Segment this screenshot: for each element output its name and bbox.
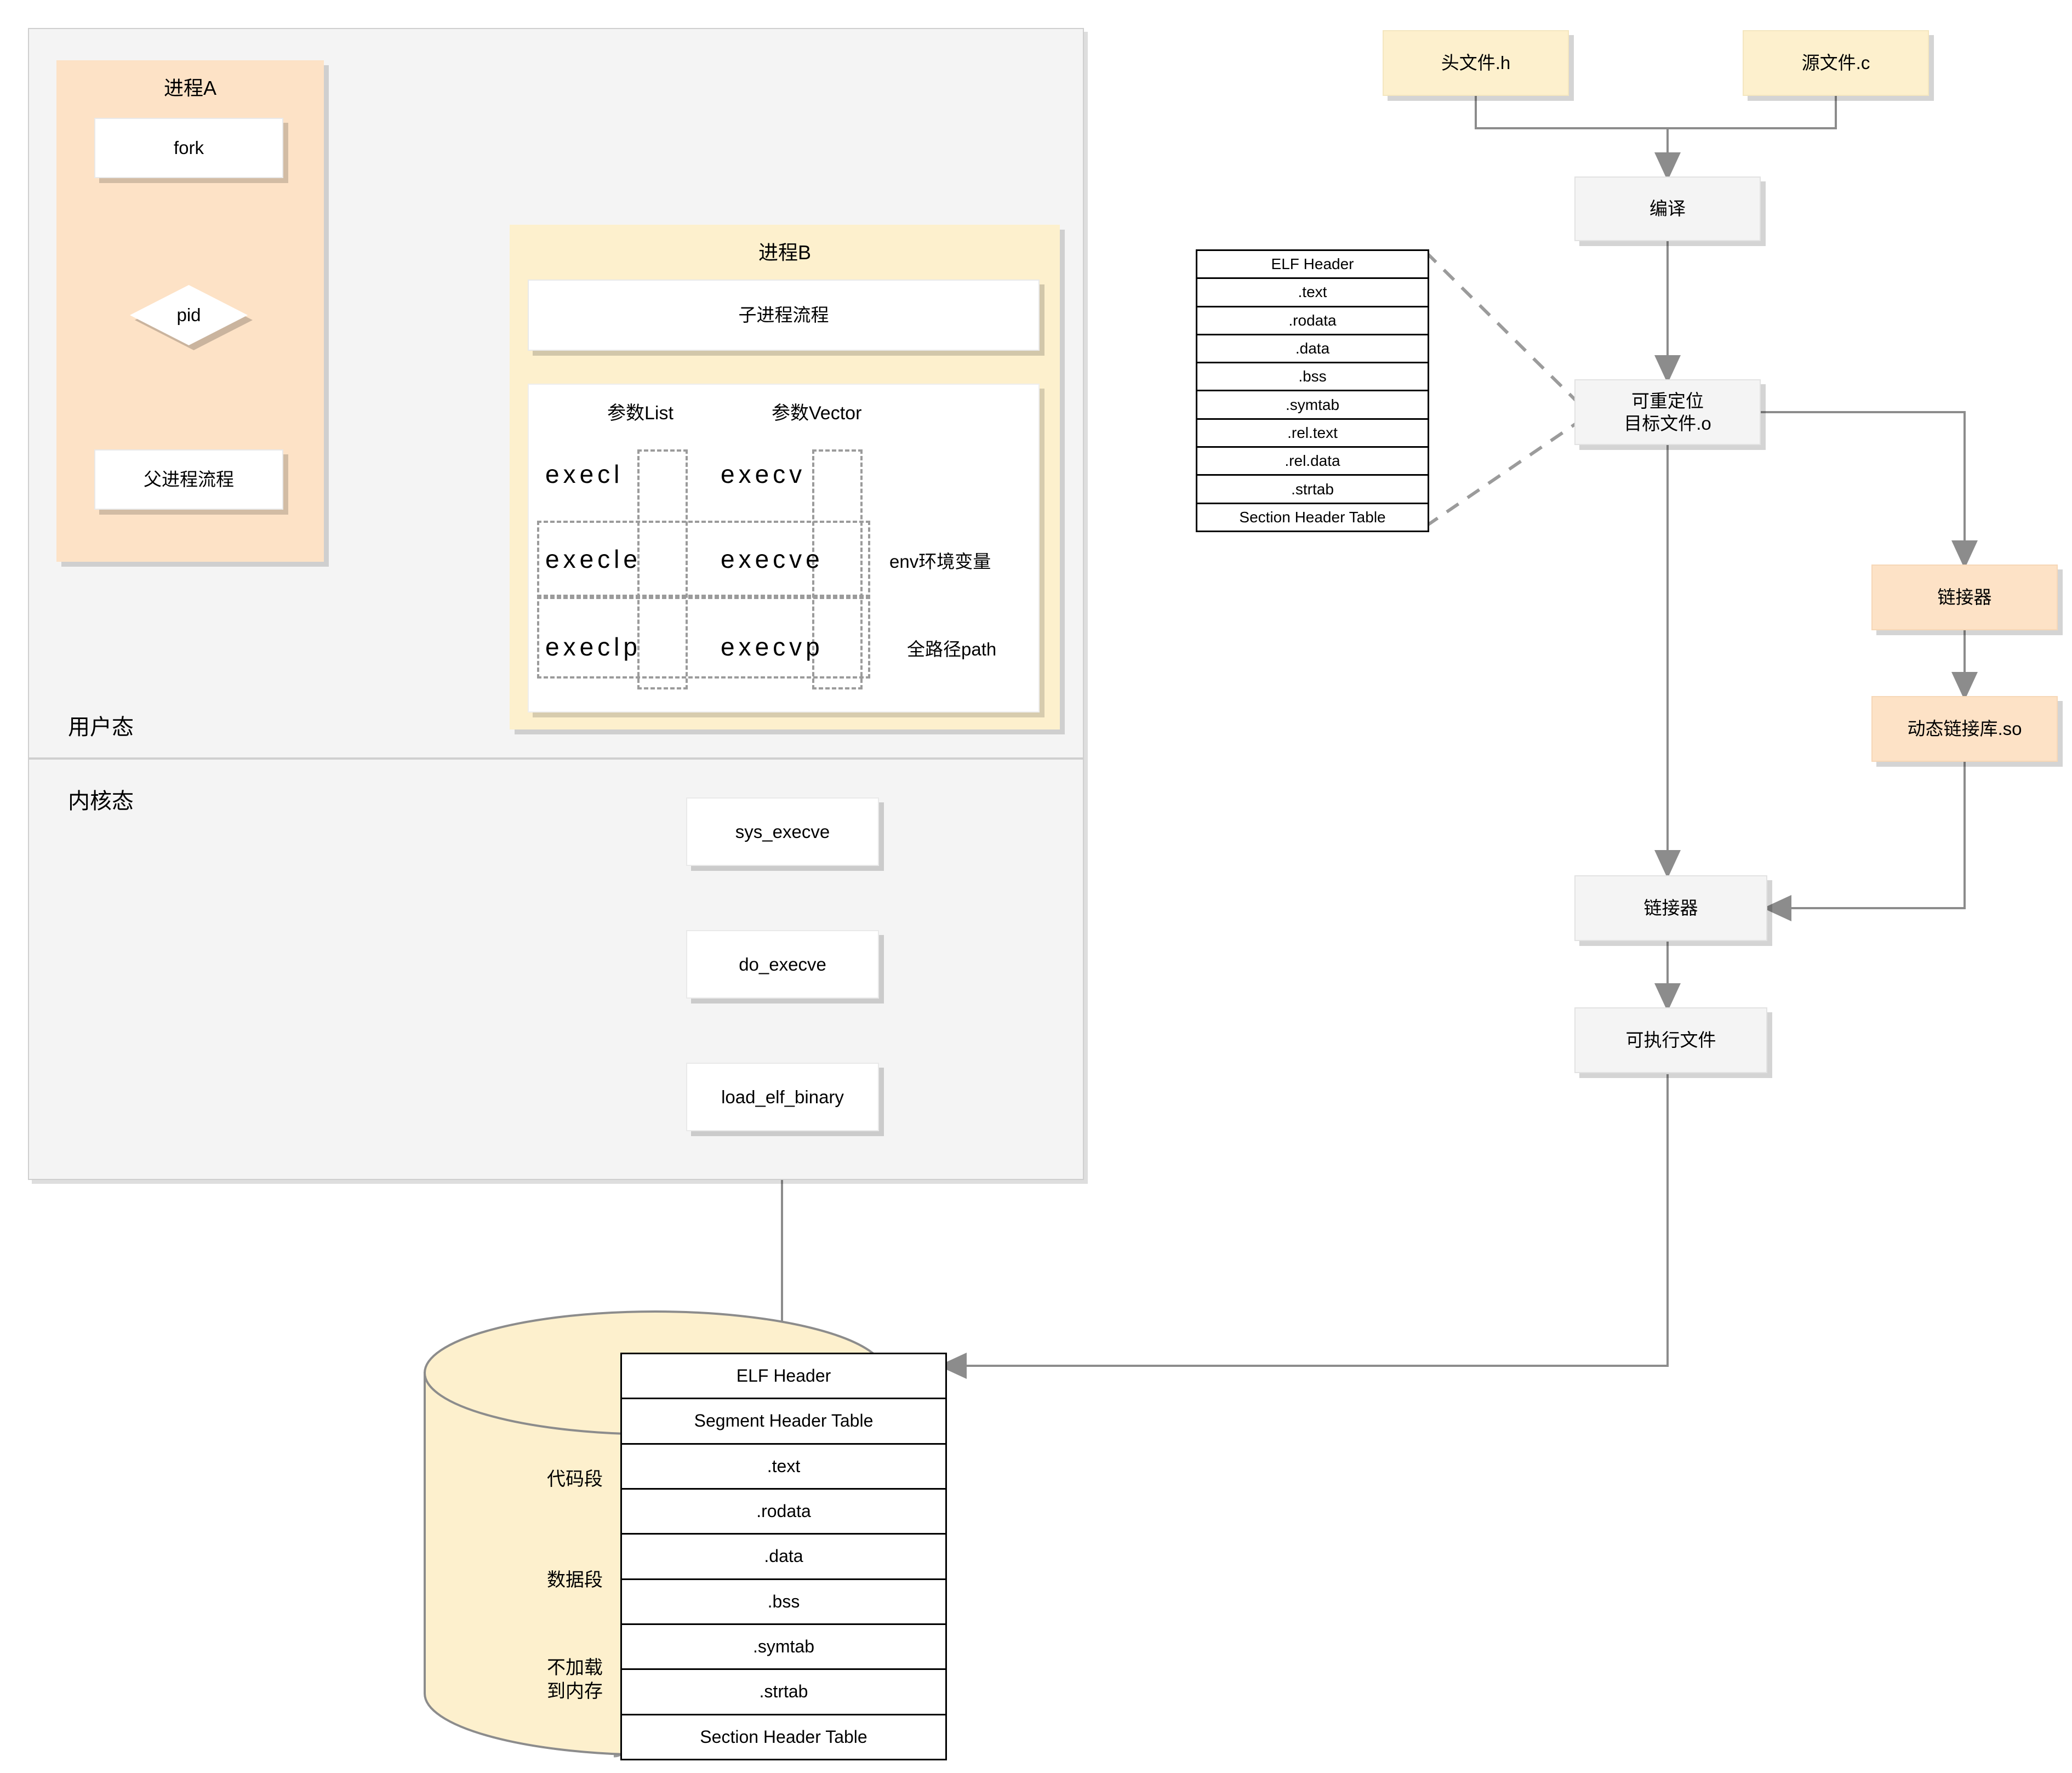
memory-image-row: .strtab (622, 1670, 945, 1715)
column-header-arg-vector: 参数Vector (772, 403, 862, 424)
shared-library-node[interactable]: 动态链接库.so (1871, 696, 2058, 762)
object-file-row: .rel.data (1197, 448, 1428, 476)
exec-cell-execl: execl (545, 460, 624, 488)
exec-cell-execlp: execlp (545, 632, 641, 661)
object-file-row: .strtab (1197, 476, 1428, 504)
pool-kernel-mode (28, 759, 1084, 1180)
object-file-row: .rel.text (1197, 419, 1428, 448)
column-header-arg-list: 参数List (607, 403, 673, 424)
brace-label-not-loaded: 不加载 到内存 (482, 1656, 603, 1703)
object-file-row: .text (1197, 279, 1428, 307)
pid-decision-node[interactable]: pid (130, 285, 253, 350)
object-file-row: .bss (1197, 363, 1428, 392)
load-elf-binary-node[interactable]: load_elf_binary (686, 1063, 879, 1131)
executable-file-node[interactable]: 可执行文件 (1574, 1007, 1767, 1073)
note-full-path: 全路径path (907, 639, 997, 659)
dashbox-vector-column (812, 449, 863, 689)
object-file-row: .rodata (1197, 307, 1428, 335)
object-file-table: ELF Header .text .rodata .data .bss .sym… (1196, 249, 1429, 532)
dashbox-path-row (537, 595, 870, 679)
brace-label-data-segment: 数据段 (547, 1570, 603, 1590)
memory-image-row: ELF Header (622, 1354, 945, 1400)
do-execve-node[interactable]: do_execve (686, 930, 879, 999)
relocatable-object-line-2: 目标文件.o (1624, 413, 1711, 434)
final-linker-node[interactable]: 链接器 (1574, 875, 1767, 941)
dashbox-list-column (637, 449, 688, 689)
brace-label-not-loaded-line-1: 不加载 (547, 1657, 603, 1678)
brace-label-not-loaded-line-2: 到内存 (547, 1680, 603, 1702)
process-b-title: 进程B (758, 241, 811, 264)
object-file-row: ELF Header (1197, 251, 1428, 280)
memory-image-row: .bss (622, 1580, 945, 1625)
child-process-flow-node[interactable]: 子进程流程 (528, 280, 1040, 351)
exec-cell-execle: execle (545, 545, 641, 573)
source-file-node[interactable]: 源文件.c (1743, 30, 1929, 96)
parent-process-flow-node[interactable]: 父进程流程 (94, 449, 283, 510)
pid-decision-label: pid (176, 305, 201, 325)
brace-label-code-segment: 代码段 (547, 1469, 603, 1490)
memory-image-row: Section Header Table (622, 1715, 945, 1759)
pool-user-mode-label: 用户态 (68, 715, 134, 739)
pool-kernel-mode-label: 内核态 (68, 789, 134, 813)
memory-image-table: ELF Header Segment Header Table .text .r… (620, 1353, 947, 1760)
memory-image-row: .text (622, 1444, 945, 1490)
memory-image-row: .rodata (622, 1489, 945, 1535)
exec-cell-execve: execve (721, 545, 824, 573)
memory-image-row: .symtab (622, 1624, 945, 1671)
relocatable-object-node[interactable]: 可重定位 目标文件.o (1574, 379, 1761, 445)
memory-image-row: Segment Header Table (622, 1399, 945, 1445)
exec-cell-execv: execv (721, 460, 806, 488)
sys-execve-node[interactable]: sys_execve (686, 797, 879, 866)
exec-cell-execvp: execvp (721, 632, 824, 661)
compile-node[interactable]: 编译 (1574, 176, 1761, 241)
note-env-variable: env环境变量 (889, 551, 991, 572)
relocatable-object-line-1: 可重定位 (1631, 390, 1704, 411)
object-file-row: .data (1197, 335, 1428, 364)
memory-image-row: .data (622, 1535, 945, 1580)
exec-family-panel (528, 384, 1040, 712)
fork-node[interactable]: fork (94, 118, 283, 178)
process-a-title: 进程A (163, 77, 216, 99)
object-file-row: Section Header Table (1197, 504, 1428, 531)
header-file-node[interactable]: 头文件.h (1383, 30, 1569, 96)
object-file-expander-lines (1424, 250, 1580, 528)
object-file-row: .symtab (1197, 391, 1428, 420)
dynamic-linker-node[interactable]: 链接器 (1871, 565, 2058, 630)
dashbox-env-row (537, 521, 870, 599)
